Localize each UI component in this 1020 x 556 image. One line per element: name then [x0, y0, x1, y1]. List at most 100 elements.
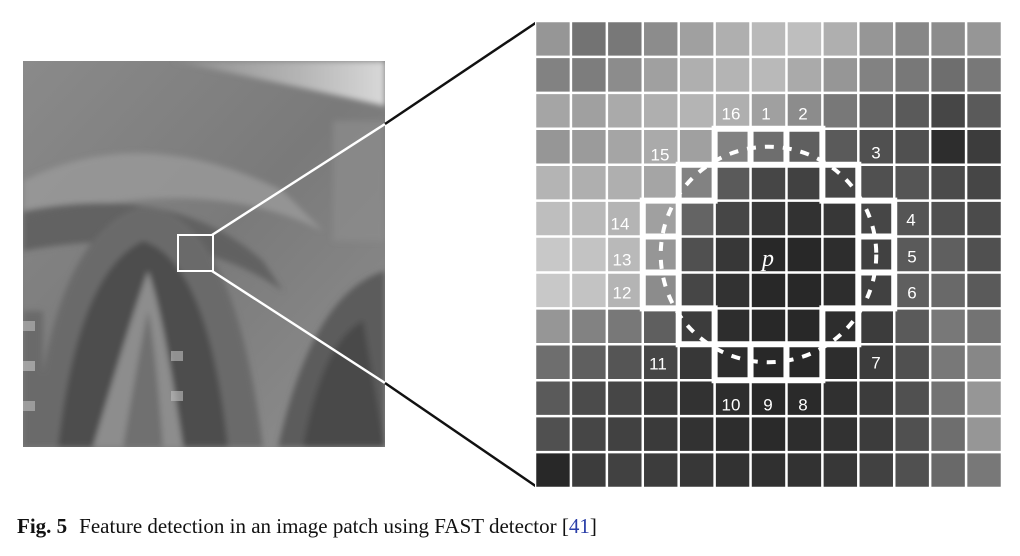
pixel-cell: [822, 128, 859, 165]
connector-bottom-white: [211, 269, 386, 385]
pixel-cell: [570, 416, 607, 453]
point-label-14: 14: [610, 214, 630, 234]
pixel-cell: [642, 344, 679, 381]
pixel-cell: [714, 164, 751, 201]
connector-top-white: [211, 122, 386, 237]
pixel-cell: [822, 416, 859, 453]
point-label-2: 2: [798, 104, 808, 124]
pixel-cell: [822, 164, 859, 201]
pixel-cell: [822, 344, 859, 381]
pixel-cell: [535, 56, 571, 93]
pixel-cell: [930, 416, 967, 453]
pixel-cell: [750, 452, 787, 488]
pixel-cell: [966, 344, 1002, 381]
pixel-cell: [535, 92, 571, 129]
pixel-cell: [606, 21, 643, 57]
pixel-cell: [786, 308, 823, 345]
pixel-cell: [535, 416, 571, 453]
pixel-cell: [714, 92, 751, 129]
pixel-cell: [822, 272, 859, 309]
point-label-13: 13: [612, 250, 632, 270]
pixel-cell: [606, 236, 643, 273]
pixel-cell: [858, 128, 895, 165]
point-label-5: 5: [907, 247, 917, 267]
pixel-cell: [966, 416, 1002, 453]
pixel-cell: [570, 128, 607, 165]
pixel-cell: [714, 380, 751, 417]
pixel-cell: [750, 272, 787, 309]
pixel-cell: [930, 236, 967, 273]
pixel-cell: [966, 56, 1002, 93]
pixel-cell: [750, 416, 787, 453]
pixel-cell: [966, 128, 1002, 165]
pixel-cell: [570, 452, 607, 488]
zoom-connector: [211, 20, 538, 489]
pixel-cell: [930, 452, 967, 488]
pixel-grid: [533, 19, 1004, 490]
pixel-cell: [750, 200, 787, 237]
pixel-cell: [786, 380, 823, 417]
pixel-cell: [858, 308, 895, 345]
pixel-cell: [894, 308, 931, 345]
pixel-cell: [678, 236, 715, 273]
pixel-cell: [642, 21, 679, 57]
pixel-cell: [678, 200, 715, 237]
pixel-cell: [678, 164, 715, 201]
pixel-cell: [606, 344, 643, 381]
pixel-grid-svg: [533, 19, 1004, 490]
pixel-cell: [858, 344, 895, 381]
pixel-cell: [930, 21, 967, 57]
pixel-cell: [750, 92, 787, 129]
pixel-cell: [606, 92, 643, 129]
pixel-cell: [750, 236, 787, 273]
pixel-cell: [535, 128, 571, 165]
pixel-cell: [535, 452, 571, 488]
pixel-cell: [750, 164, 787, 201]
point-label-3: 3: [871, 143, 881, 163]
pixel-cell: [606, 272, 643, 309]
pixel-cell: [535, 308, 571, 345]
pixel-cell: [606, 308, 643, 345]
pixel-cell: [570, 164, 607, 201]
pixel-cell: [894, 344, 931, 381]
pixel-cell: [930, 164, 967, 201]
pixel-cell: [786, 272, 823, 309]
pixel-cell: [606, 416, 643, 453]
point-label-8: 8: [798, 395, 808, 415]
pixel-cell: [606, 128, 643, 165]
pixel-cell: [894, 416, 931, 453]
pixel-cell: [750, 308, 787, 345]
figure: 16 1 2 3 4 5 6 7 8 9 10 11 12 13 14 15 p: [23, 19, 1004, 490]
pixel-cell: [678, 128, 715, 165]
fast-circle-outline: [639, 125, 898, 384]
pixel-cell: [894, 128, 931, 165]
pixel-cell: [930, 128, 967, 165]
point-label-9: 9: [763, 395, 773, 415]
pixel-cell: [570, 272, 607, 309]
pixel-cell: [858, 164, 895, 201]
pixel-cell: [822, 236, 859, 273]
point-label-4: 4: [906, 210, 916, 230]
pixel-cell: [535, 380, 571, 417]
pixel-cell: [930, 272, 967, 309]
pixel-cell: [642, 272, 679, 309]
pixel-cell: [535, 200, 571, 237]
pixel-cell: [535, 21, 571, 57]
pixel-cell: [930, 56, 967, 93]
pixel-cell: [894, 56, 931, 93]
pixel-cell: [678, 452, 715, 488]
pixel-cell: [966, 236, 1002, 273]
pixel-cell: [786, 416, 823, 453]
patch-window: [177, 234, 214, 272]
caption-reference-link[interactable]: 41: [568, 514, 590, 538]
pixel-cell: [822, 21, 859, 57]
pixel-cell: [786, 56, 823, 93]
pixel-cell: [606, 164, 643, 201]
pixel-cell: [678, 308, 715, 345]
pixel-cell: [570, 344, 607, 381]
pixel-cell: [570, 236, 607, 273]
pixel-cell: [822, 92, 859, 129]
pixel-cell: [966, 380, 1002, 417]
pixel-cell: [822, 380, 859, 417]
